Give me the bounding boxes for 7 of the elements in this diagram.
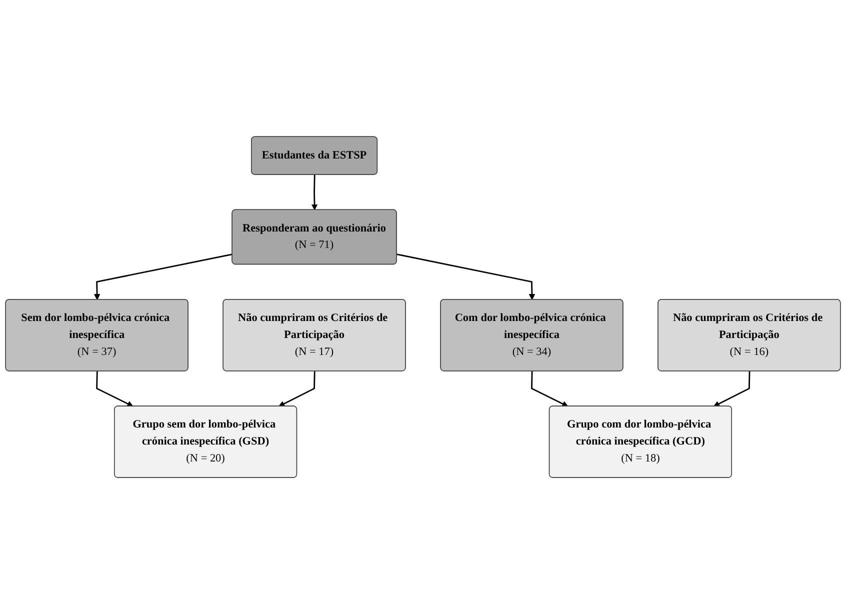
arrow	[278, 371, 316, 407]
arrow	[94, 253, 233, 300]
arrow	[96, 371, 134, 407]
arrow	[531, 371, 568, 407]
arrow	[396, 253, 536, 300]
arrow	[714, 371, 750, 407]
arrow	[311, 174, 318, 210]
